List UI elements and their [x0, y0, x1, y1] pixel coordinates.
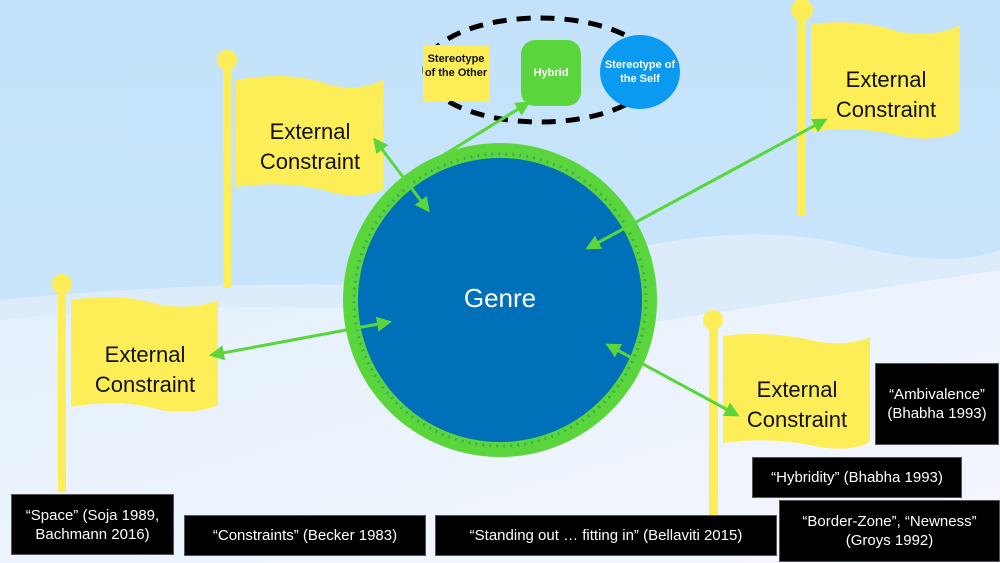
reference-line2: Bachmann 2016) [35, 525, 150, 543]
flag-label-line2: Constraint [259, 149, 361, 174]
flag-pole-knob [703, 310, 723, 330]
flag-top-left [217, 50, 383, 288]
reference-border-zone: “Border-Zone”, “Newness” (Groys 1992) [779, 500, 1000, 562]
hybrid-label: Hybrid [533, 67, 569, 79]
genre-circle [358, 158, 642, 442]
arrow-flag-top-left-genre [373, 137, 430, 213]
reference-standing-out: “Standing out … fitting in” (Bellaviti 2… [435, 515, 777, 556]
flag-pole-knob [52, 274, 72, 294]
flag-pole [58, 282, 66, 492]
flag-label-line2: Constraint [746, 407, 848, 432]
hybrid-box [521, 40, 581, 106]
reference-line1: “Ambivalence” [889, 386, 985, 403]
flag-label-line1: External [104, 342, 186, 367]
flag-cloth [811, 22, 960, 139]
flag-pole [709, 318, 718, 533]
stereotype-of-the-self-label: Stereotype of the Self [604, 59, 676, 85]
arrow-flag-top-right-genre [585, 118, 828, 250]
flag-pole-knob [791, 0, 813, 21]
flag-label-line1: External [269, 119, 351, 144]
arrow-flag-mid-left-genre [209, 316, 392, 361]
reference-hybridity: “Hybridity” (Bhabha 1993) [752, 457, 962, 498]
reference-line1: “Hybridity” (Bhabha 1993) [771, 469, 943, 486]
flag-top-left-label: External Constraint [225, 117, 395, 177]
flag-pole-knob [217, 50, 237, 70]
stereotype-of-the-other-box [423, 45, 489, 101]
genre-ring-texture [352, 152, 648, 448]
flag-cloth [71, 296, 218, 412]
genre-label: Genre [463, 283, 537, 313]
flag-label-line1: External [756, 377, 838, 402]
flag-bottom-right [703, 310, 870, 533]
stereotype-of-the-self-circle [600, 35, 680, 109]
flag-cloth [723, 334, 870, 449]
flag-mid-left [52, 274, 218, 492]
reference-line2: (Bhabha 1993) [887, 405, 987, 422]
flag-pole [797, 8, 806, 215]
reference-line2: (Groys 1992) [845, 532, 934, 549]
arrow-flag-bottom-right-genre [605, 343, 740, 417]
reference-line1: “Standing out … fitting in” (Bellaviti 2… [469, 527, 743, 544]
flag-mid-left-label: External Constraint [60, 340, 230, 400]
flag-label-line2: Constraint [94, 372, 196, 397]
reference-line1: “Border-Zone”, “Newness” [802, 513, 977, 530]
flag-cloth [236, 76, 383, 196]
stereotype-of-the-other-label: Stereotype of the Other [424, 53, 488, 79]
flag-top-right-label: External Constraint [801, 65, 971, 125]
reference-line1: “Constraints” (Becker 1983) [212, 527, 398, 544]
reference-line1: “Space” (Soja 1989, [25, 506, 160, 524]
flag-bottom-right-label: External Constraint [712, 375, 882, 435]
flag-label-line1: External [845, 67, 927, 92]
reference-space: “Space” (Soja 1989, Bachmann 2016) [11, 494, 174, 555]
flag-pole [223, 58, 231, 288]
reference-constraints: “Constraints” (Becker 1983) [184, 515, 426, 556]
flag-top-right [791, 0, 960, 215]
flag-label-line2: Constraint [835, 97, 937, 122]
reference-ambivalence: “Ambivalence” (Bhabha 1993) [875, 363, 999, 445]
